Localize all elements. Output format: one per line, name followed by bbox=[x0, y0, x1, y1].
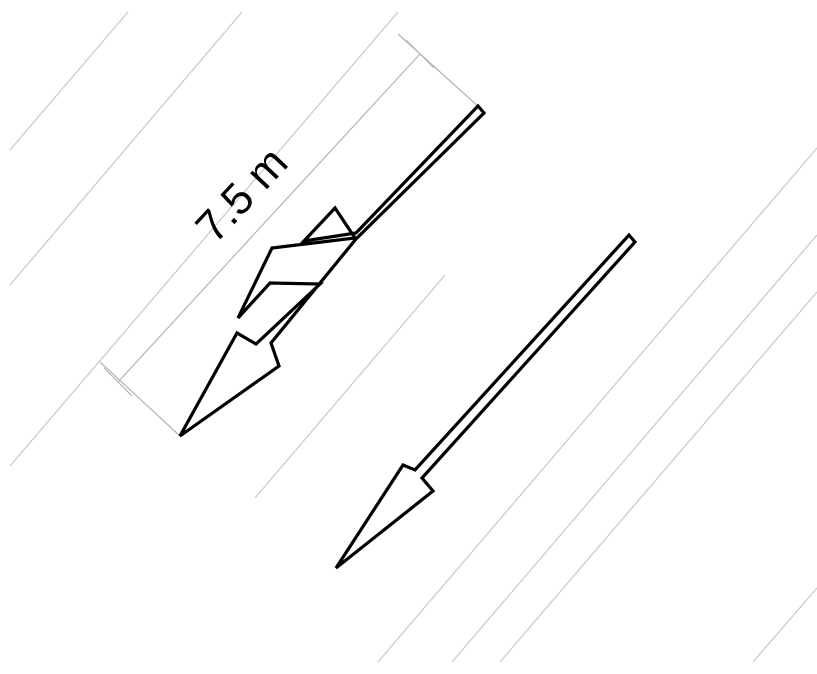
extension-line-bottom bbox=[99, 361, 181, 437]
hatch-line bbox=[377, 147, 817, 663]
hatch-line bbox=[254, 274, 446, 499]
dimension-tick-bottom bbox=[103, 367, 133, 397]
hatch-line bbox=[451, 234, 817, 663]
hatch-line bbox=[752, 587, 817, 663]
dimension-tick-top bbox=[405, 39, 435, 69]
hatch-line bbox=[9, 11, 399, 467]
dimension-line bbox=[117, 53, 421, 383]
dimension: 7.5 m bbox=[99, 33, 481, 437]
hatch-line bbox=[9, 11, 243, 286]
hatch-line bbox=[499, 291, 817, 663]
right-straight-arrow bbox=[334, 232, 638, 570]
hatch-line bbox=[9, 11, 129, 151]
dimension-label: 7.5 m bbox=[186, 138, 297, 252]
left-merge-arrow bbox=[178, 103, 487, 438]
hatch-lines bbox=[9, 11, 817, 663]
